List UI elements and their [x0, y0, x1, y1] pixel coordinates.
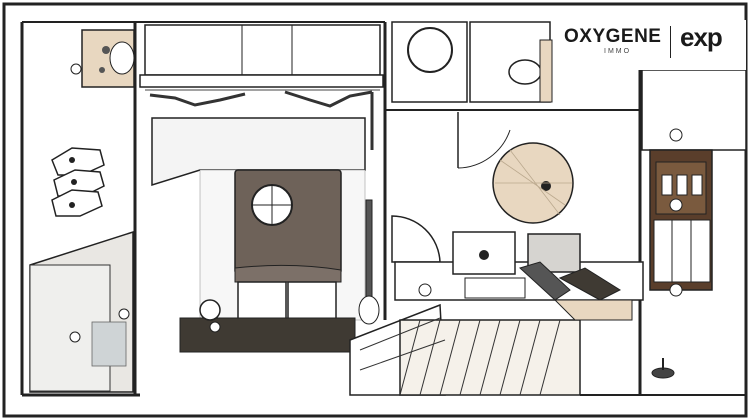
- shoe-rack-icon: [51, 147, 105, 217]
- sink-icon: [81, 29, 135, 88]
- round-table-icon: [492, 142, 574, 224]
- brand-subtitle: IMMO: [604, 48, 632, 55]
- window-icon: [641, 69, 747, 297]
- brand-name: OXYGENE: [564, 26, 662, 47]
- dark-floor-panel: [179, 317, 356, 353]
- brand-separator: [670, 26, 671, 58]
- kitchen-icon: [391, 215, 644, 321]
- left-room: [20, 21, 140, 397]
- partner-logo: exp: [680, 22, 723, 52]
- hanging-clothes-icon: [91, 321, 127, 367]
- door-icon: [457, 112, 511, 169]
- toilet-icon: [391, 21, 553, 103]
- bed-icon: [234, 169, 342, 323]
- brand-logo: OXYGENE IMMO exp: [556, 20, 746, 70]
- wardrobe-icon: [139, 24, 384, 150]
- staircase-icon: [349, 303, 581, 396]
